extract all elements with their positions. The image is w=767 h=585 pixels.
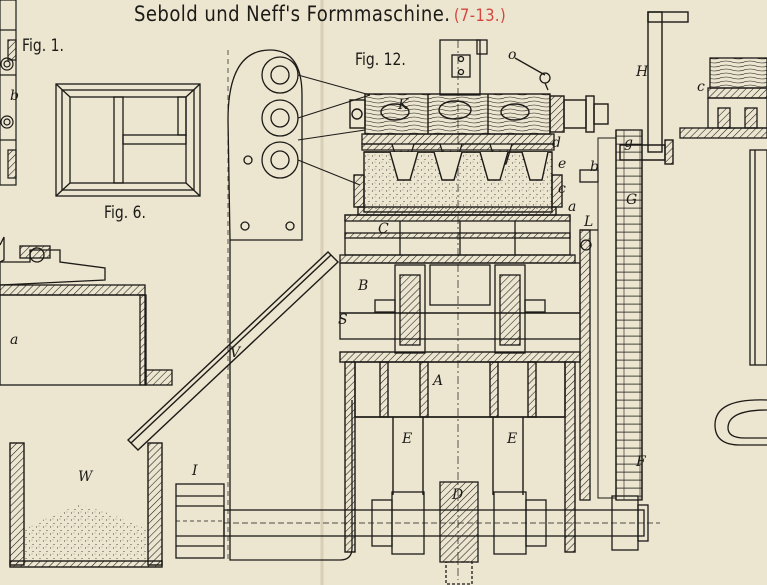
carriage-B-S (339, 262, 581, 354)
fig12-label: Fig. 12. (355, 50, 406, 70)
label-c-right: c (697, 79, 705, 95)
plate-reference: (7-13.) (453, 6, 507, 26)
label-b-right: b (590, 159, 599, 175)
label-a-right: a (568, 199, 577, 215)
label-B: B (358, 278, 369, 294)
label-a-left: a (10, 332, 19, 348)
fig6-frame-drawing (55, 83, 201, 197)
label-A: A (433, 373, 444, 389)
label-K: K (398, 97, 409, 113)
label-S: S (338, 312, 348, 328)
gear-column-G-F (579, 129, 643, 501)
top-bracket-o (439, 39, 551, 96)
label-b: b (10, 88, 19, 104)
title-text: Sebold und Neff's Formmaschine. (134, 2, 451, 26)
label-g: g (624, 135, 633, 151)
fig1-fragment (0, 0, 17, 186)
sand-box-W (9, 442, 163, 568)
label-G: G (626, 192, 638, 208)
label-H: H (636, 64, 649, 80)
chute-V (126, 251, 340, 451)
plate-title: Sebold und Neff's Formmaschine.(7-13.) (134, 4, 506, 25)
mould-box-e-c (353, 151, 563, 216)
label-E-right: E (507, 431, 518, 447)
label-L: L (584, 214, 594, 230)
label-C: C (378, 221, 389, 237)
label-E-left: E (402, 431, 413, 447)
label-I: I (192, 463, 198, 479)
label-D: D (452, 487, 464, 503)
label-c: c (558, 181, 566, 197)
bottom-shaft-D (223, 481, 660, 585)
fig6-label: Fig. 6. (104, 203, 146, 223)
label-F: F (636, 454, 646, 470)
main-frame (227, 49, 371, 561)
crank-H (619, 11, 689, 165)
left-table-assembly (0, 236, 173, 386)
wood-block-K (349, 93, 609, 135)
frame-C (339, 214, 576, 264)
stand-A (339, 351, 581, 553)
label-e: e (558, 156, 567, 172)
label-o: o (508, 47, 517, 63)
pulley-I (175, 483, 225, 559)
fig1-label: Fig. 1. (22, 36, 64, 56)
label-W: W (78, 469, 93, 485)
label-V: V (230, 345, 241, 361)
right-flask-c (679, 57, 767, 446)
label-d: d (552, 135, 561, 151)
